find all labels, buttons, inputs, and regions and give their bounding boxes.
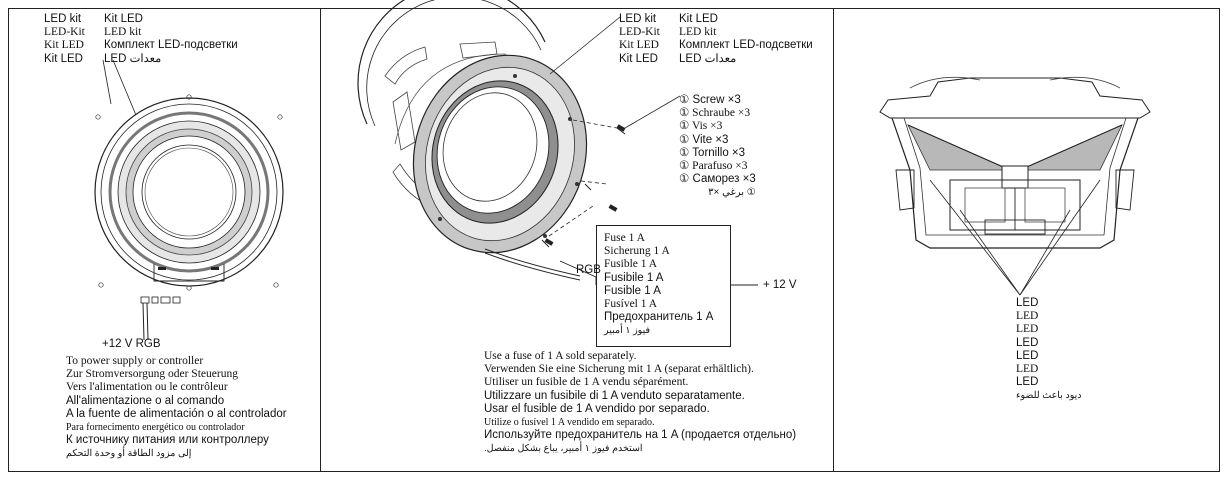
screw-label: ① Vis ×3 — [679, 120, 723, 133]
led-ring-installation-illustration — [357, 0, 681, 281]
page-frame — [8, 8, 1220, 472]
screw-label-list: ① Screw ×3 ① Schraube ×3 ① Vis ×3 ① Vite… — [679, 94, 756, 200]
led-label: LED — [1016, 349, 1039, 362]
plus12v-label: + 12 V — [763, 279, 797, 291]
fuse-note: Use a fuse of 1 A sold separately. — [484, 350, 637, 362]
panel-divider-2 — [833, 8, 834, 472]
power-supply-lines: To power supply or controller Zur Stromv… — [66, 355, 287, 461]
fuse-label-box: Fuse 1 A Sicherung 1 A Fusible 1 A Fusib… — [596, 225, 731, 347]
led-label: LED — [1016, 323, 1039, 336]
led-label: LED — [1016, 376, 1039, 389]
speaker-front-illustration — [94, 59, 284, 341]
power-line: All'alimentazione o al comando — [66, 394, 225, 407]
power-line: Vers l'alimentation ou le contrôleur — [66, 381, 228, 394]
power-line: Para fornecimento energético ou controla… — [66, 421, 245, 433]
screw-label: ① Parafuso ×3 — [679, 159, 748, 172]
fuse-note-lines: Use a fuse of 1 A sold separately. Verwe… — [484, 350, 796, 456]
fuse-label: فيوز ١ أمبير — [604, 325, 650, 337]
panel-divider-1 — [320, 8, 321, 472]
screw-label: ① Vite ×3 — [679, 133, 729, 146]
led-label: LED — [1016, 310, 1039, 323]
power-line: إلى مزود الطاقة أو وحدة التحكم — [66, 448, 192, 460]
rgb-label: RGB — [576, 264, 601, 276]
fuse-label: Fusible 1 A — [604, 258, 658, 271]
screw-label: ① Tornillo ×3 — [679, 146, 746, 159]
screw-label: ① Screw ×3 — [679, 94, 741, 106]
fuse-label: Fusível 1 A — [604, 297, 658, 310]
led-label: ديود باعث للضوء — [1016, 390, 1082, 402]
screw-label: ① Саморез ×3 — [679, 173, 756, 186]
speaker-cross-section-illustration — [879, 76, 1151, 296]
fuse-note: Verwenden Sie eine Sicherung mit 1 A (se… — [484, 363, 754, 376]
fuse-note: Utilize o fusível 1 A vendido em separad… — [484, 416, 655, 428]
power-line: To power supply or controller — [66, 355, 204, 367]
terminal-labels: +12 V RGB — [102, 338, 161, 350]
screw-label: ① برغي ×٣ — [708, 187, 756, 199]
fuse-note: Используйте предохранитель на 1 A (прода… — [484, 429, 797, 442]
fuse-note: Utiliser un fusible de 1 A vendu séparém… — [484, 376, 689, 389]
fuse-label: Предохранитель 1 A — [604, 311, 714, 324]
power-line: К источнику питания или контроллеру — [66, 434, 269, 447]
power-line: A la fuente de alimentación o al control… — [66, 407, 287, 420]
fuse-label: Fuse 1 A — [604, 232, 645, 244]
fuse-label: Fusibile 1 A — [604, 271, 664, 284]
fuse-note: استخدم فيوز ١ أمبير، يباع بشكل منفصل. — [484, 443, 643, 455]
fuse-note: Usar el fusible de 1 A vendido por separ… — [484, 402, 710, 415]
led-label-list: LED LED LED LED LED LED LED ديود باعث لل… — [1016, 297, 1081, 403]
fuse-note: Utilizzare un fusibile di 1 A venduto se… — [484, 389, 745, 402]
led-label: LED — [1016, 297, 1039, 309]
fuse-label: Fusible 1 A — [604, 284, 661, 297]
led-label: LED — [1016, 336, 1039, 349]
fuse-wiring-lines — [559, 260, 758, 286]
led-label: LED — [1016, 362, 1039, 375]
fuse-label: Sicherung 1 A — [604, 245, 670, 258]
power-line: Zur Stromversorgung oder Steuerung — [66, 368, 238, 381]
screw-label: ① Schraube ×3 — [679, 107, 751, 120]
